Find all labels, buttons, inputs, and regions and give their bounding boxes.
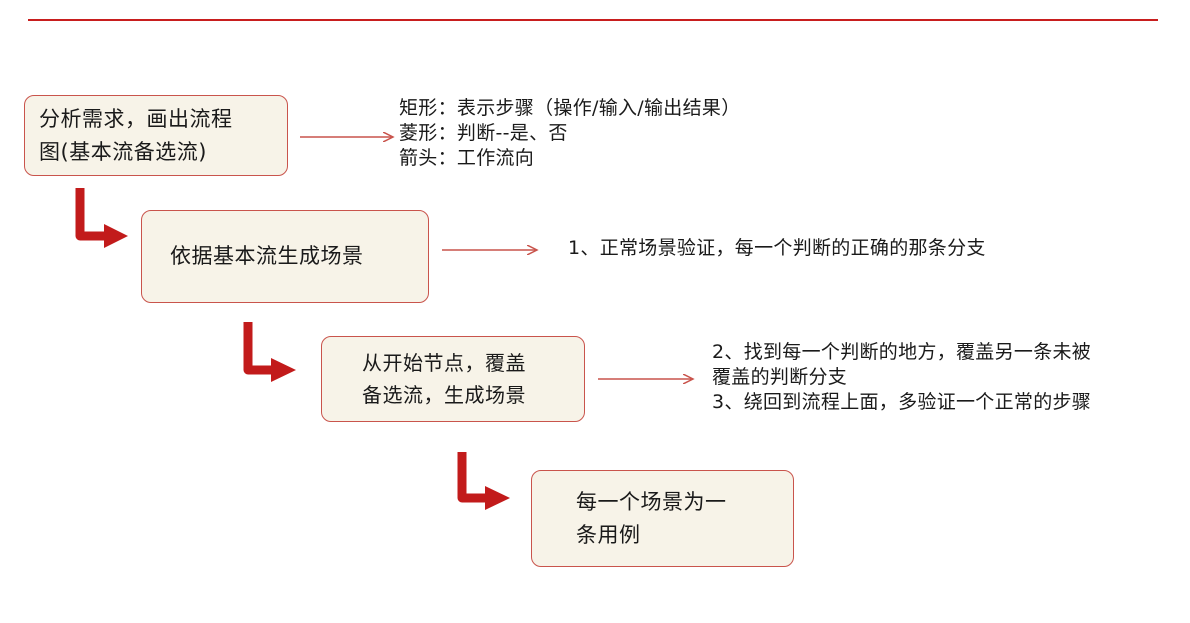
bent-arrow-2 — [243, 322, 296, 382]
step-box-alternate-flow-scenario: 从开始节点，覆盖 备选流，生成场景 — [321, 336, 585, 422]
note-1-line-3: 箭头：工作流向 — [399, 147, 535, 169]
note-branch-coverage: 2、找到每一个判断的地方，覆盖另一条未被 覆盖的判断分支 3、绕回到流程上面，多… — [712, 340, 1091, 415]
step-1-line-1: 分析需求，画出流程 — [39, 106, 233, 131]
note-3-line-3: 3、绕回到流程上面，多验证一个正常的步骤 — [712, 391, 1092, 413]
note-1-line-1: 矩形：表示步骤（操作/输入/输出结果） — [399, 97, 741, 119]
bent-arrow-3 — [457, 452, 510, 510]
step-3-line-2: 备选流，生成场景 — [362, 383, 526, 407]
note-1-line-2: 菱形：判断--是、否 — [399, 122, 568, 144]
note-3-line-2: 覆盖的判断分支 — [712, 366, 848, 388]
note-2-line-1: 1、正常场景验证，每一个判断的正确的那条分支 — [568, 237, 986, 259]
step-box-basic-flow-scenario: 依据基本流生成场景 — [141, 210, 429, 303]
note-normal-scenario: 1、正常场景验证，每一个判断的正确的那条分支 — [568, 236, 986, 261]
note-flowchart-legend: 矩形：表示步骤（操作/输入/输出结果） 菱形：判断--是、否 箭头：工作流向 — [399, 96, 741, 171]
note-3-line-1: 2、找到每一个判断的地方，覆盖另一条未被 — [712, 341, 1092, 363]
bent-arrow-1 — [75, 188, 128, 248]
step-4-line-2: 条用例 — [576, 522, 641, 547]
step-4-line-1: 每一个场景为一 — [576, 489, 727, 514]
top-rule — [28, 19, 1158, 21]
step-3-line-1: 从开始节点，覆盖 — [362, 351, 526, 375]
step-1-line-2: 图(基本流备选流) — [39, 139, 207, 164]
step-box-analyze-requirements: 分析需求，画出流程 图(基本流备选流) — [24, 95, 288, 176]
step-box-scenario-test-case: 每一个场景为一 条用例 — [531, 470, 794, 567]
step-2-line-1: 依据基本流生成场景 — [170, 244, 364, 268]
